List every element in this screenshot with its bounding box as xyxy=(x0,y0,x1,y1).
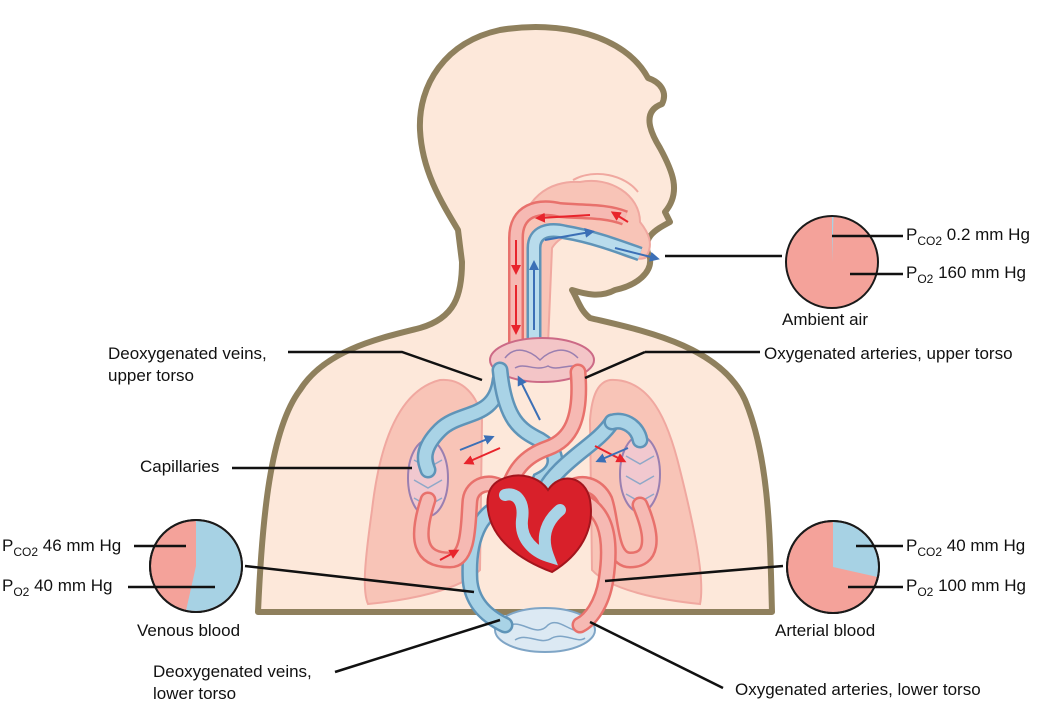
venous-po2-sub: O2 xyxy=(13,585,30,599)
arterial-pco2-value: 40 mm Hg xyxy=(946,536,1026,555)
pie-co2-slice xyxy=(832,217,834,262)
arterial-po2-p: P xyxy=(906,576,918,595)
label-deoxygenated-veins-lower: Deoxygenated veins, lower torso xyxy=(153,661,312,705)
ambient-po2-value: 160 mm Hg xyxy=(938,263,1026,282)
pie-co2-slice xyxy=(833,522,878,577)
label-deoxygenated-veins-upper: Deoxygenated veins, upper torso xyxy=(108,343,267,387)
ambient-pco2-label: PCO2 0.2 mm Hg xyxy=(906,224,1030,248)
venous-pco2-label: PCO2 46 mm Hg xyxy=(2,535,122,559)
upper-capillary-bed xyxy=(489,337,595,383)
ambient-po2-label: PO2 160 mm Hg xyxy=(906,262,1026,286)
arterial-pco2-label: PCO2 40 mm Hg xyxy=(906,535,1026,559)
label-deox-lower-line2: lower torso xyxy=(153,684,237,703)
lower-capillary-bed xyxy=(494,607,596,653)
label-deox-upper-line2: upper torso xyxy=(108,366,194,385)
pie-venous-blood xyxy=(149,519,243,613)
venous-pco2-value: 46 mm Hg xyxy=(42,536,122,555)
venous-pco2-p: P xyxy=(2,536,14,555)
o2-arrows xyxy=(439,211,629,561)
ambient-pco2-p: P xyxy=(906,225,918,244)
ambient-po2-p: P xyxy=(906,263,918,282)
venous-po2-p: P xyxy=(2,576,14,595)
arterial-po2-label: PO2 100 mm Hg xyxy=(906,575,1026,599)
arterial-blood-caption: Arterial blood xyxy=(775,621,876,640)
arterial-pco2-sub: CO2 xyxy=(917,545,943,559)
ambient-po2-sub: O2 xyxy=(917,272,934,286)
venous-blood-caption: Venous blood xyxy=(137,621,241,640)
label-deox-lower-line1: Deoxygenated veins, xyxy=(153,662,312,681)
ambient-pco2-sub: CO2 xyxy=(917,234,943,248)
pie-ambient-air xyxy=(785,215,879,309)
venous-po2-value: 40 mm Hg xyxy=(34,576,113,595)
venous-po2-label: PO2 40 mm Hg xyxy=(2,575,113,599)
label-oxygenated-arteries-upper: Oxygenated arteries, upper torso xyxy=(764,344,1013,363)
arterial-po2-value: 100 mm Hg xyxy=(938,576,1026,595)
arterial-po2-sub: O2 xyxy=(917,585,934,599)
ambient-pco2-value: 0.2 mm Hg xyxy=(946,225,1030,244)
label-deox-upper-line1: Deoxygenated veins, xyxy=(108,344,267,363)
pie-arterial-blood xyxy=(786,520,880,614)
ambient-air-caption: Ambient air xyxy=(782,310,868,329)
arterial-pco2-p: P xyxy=(906,536,918,555)
label-capillaries: Capillaries xyxy=(140,457,220,476)
co2-arrows xyxy=(459,227,660,463)
leader-lines xyxy=(128,234,903,690)
venous-pco2-sub: CO2 xyxy=(13,545,39,559)
pie-co2-slice xyxy=(186,521,241,611)
label-oxygenated-arteries-lower: Oxygenated arteries, lower torso xyxy=(735,680,981,699)
